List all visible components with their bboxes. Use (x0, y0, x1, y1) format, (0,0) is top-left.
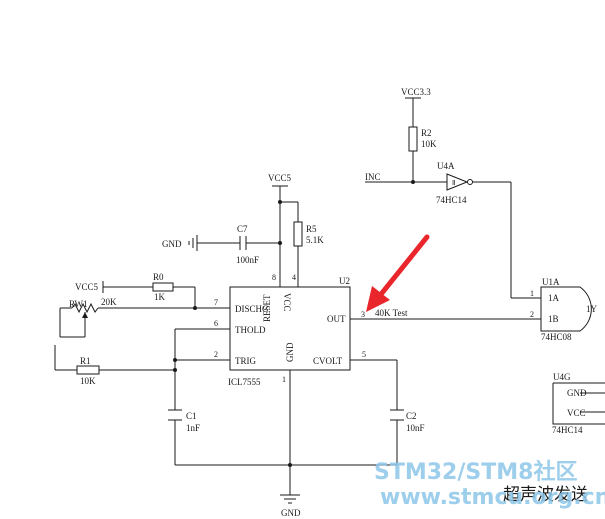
r2-value: 10K (421, 139, 437, 149)
gate-u1a-and: U1A 74HC08 1A 1B 1Y 1 2 (530, 277, 598, 342)
ic-u4g-power: U4G 74HC14 GND VCC (552, 372, 605, 435)
u1a-part: 74HC08 (541, 332, 572, 342)
u4g-pin-gnd: GND (567, 388, 587, 398)
vcc5-left-symbol: VCC5 (75, 281, 104, 293)
gnd-left-label: GND (162, 239, 182, 249)
pin-2-number: 2 (214, 350, 218, 359)
u2-ref: U2 (339, 276, 350, 286)
capacitor-c1: C1 1nF (168, 409, 200, 433)
pin-5-number: 5 (362, 350, 366, 359)
vcc5-top-label: VCC5 (268, 173, 292, 183)
out-net-label: 40K Test (375, 308, 408, 318)
pin-7-number: 7 (214, 298, 218, 307)
pin-cvolt-label: CVOLT (313, 356, 343, 366)
svg-text:Ⅱ: Ⅱ (452, 179, 455, 187)
resistor-r5: R5 5.1K (293, 221, 324, 247)
u1a-pin-2-number: 2 (530, 310, 534, 319)
ic-u2-icl7555: U2 ICL7555 DISCHG THOLD TRIG OUT CVOLT V… (214, 273, 366, 387)
capacitor-c2: C2 10nF (390, 409, 425, 433)
pin-discharge-label: DISCHG (235, 304, 269, 314)
u4a-part: 74HC14 (436, 195, 467, 205)
r0-value: 1K (154, 292, 166, 302)
pin-3-number: 3 (361, 310, 365, 319)
inc-net-label: INC (365, 172, 381, 182)
c7-value: 100nF (236, 255, 259, 265)
r5-value: 5.1K (306, 235, 324, 245)
rw1-ref: RW1 (69, 299, 88, 309)
c2-value: 10nF (406, 423, 425, 433)
r1-value: 10K (80, 376, 96, 386)
pin-6-number: 6 (214, 319, 218, 328)
r5-ref: R5 (306, 224, 317, 234)
u1a-ref: U1A (542, 277, 560, 287)
gate-u4a-inverter: Ⅱ U4A 74HC14 (436, 161, 473, 205)
pin-4-number: 4 (292, 273, 296, 282)
resistor-r1: R1 10K (76, 356, 100, 386)
u1a-pin-1b: 1B (548, 314, 559, 324)
junctions (173, 180, 415, 467)
u4a-ref: U4A (437, 161, 455, 171)
c7-ref: C7 (237, 224, 248, 234)
capacitor-c7: C7 100nF (236, 224, 259, 265)
c1-value: 1nF (186, 423, 200, 433)
watermark-line1: STM32/STM8社区 (374, 459, 577, 485)
watermark-line2: www.stmcu.org.cn (380, 485, 605, 510)
u1a-pin-1-number: 1 (530, 289, 534, 298)
pin-trigger-label: TRIG (235, 356, 256, 366)
vcc33-label: VCC3.3 (401, 87, 431, 97)
u1a-pin-1y: 1Y (586, 304, 598, 314)
pin-gnd-label: GND (285, 342, 295, 362)
vcc5-left-label: VCC5 (75, 282, 99, 292)
r1-ref: R1 (80, 356, 91, 366)
r2-ref: R2 (421, 128, 432, 138)
u4g-pin-vcc: VCC (567, 408, 586, 418)
bottom-title: 超声波发送 (503, 485, 588, 504)
red-arrow-annotation (366, 234, 430, 312)
wires (54, 98, 605, 495)
u2-part: ICL7555 (228, 377, 261, 387)
gnd-bottom-label: GND (281, 508, 301, 518)
r0-ref: R0 (153, 272, 164, 282)
pin-vcc-label: VCC (282, 293, 292, 312)
pin-8-number: 8 (272, 273, 276, 282)
rw1-value: 20K (101, 297, 117, 307)
pin-threshold-label: THOLD (235, 325, 266, 335)
pin-output-label: OUT (327, 314, 346, 324)
vcc5-top-symbol: VCC5 (268, 173, 292, 187)
u1a-pin-1a: 1A (548, 293, 560, 303)
vcc33-symbol: VCC3.3 (401, 87, 431, 99)
u4g-part: 74HC14 (552, 425, 583, 435)
c2-ref: C2 (406, 411, 417, 421)
pin-1-number: 1 (282, 375, 286, 384)
resistor-r2: R2 10K (408, 126, 437, 152)
potentiometer-rw1: RW1 20K (69, 297, 117, 318)
gnd-left-symbol: GND (162, 235, 198, 251)
gnd-bottom-symbol: GND (280, 494, 301, 518)
resistor-r0: R0 1K (152, 272, 174, 302)
pin-reset-label: RESET (262, 294, 272, 322)
u4g-ref: U4G (553, 372, 571, 382)
c1-ref: C1 (186, 411, 197, 421)
watermark: STM32/STM8社区 www.stmcu.org.cn (374, 459, 605, 510)
